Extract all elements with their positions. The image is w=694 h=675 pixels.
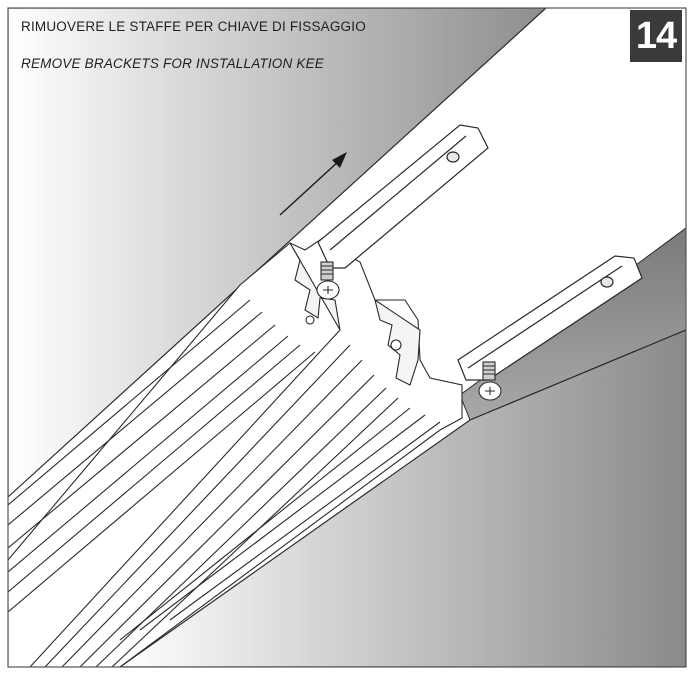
screw-icon [316,261,340,300]
caption-italian: RIMUOVERE LE STAFFE PER CHIAVE DI FISSAG… [21,19,366,34]
step-number-badge: 14 [630,10,682,62]
direction-arrow-icon [279,152,347,216]
caption-english: REMOVE BRACKETS FOR INSTALLATION KEE [21,56,325,71]
screw-icon [478,361,502,401]
ceiling-surface [8,8,547,498]
frame-border [7,7,687,668]
aluminium-profile [8,239,463,667]
bracket-lower [457,255,643,381]
bracket-hole-icon [600,276,614,288]
bracket-hole-icon [446,151,460,163]
lower-surface [118,329,686,667]
